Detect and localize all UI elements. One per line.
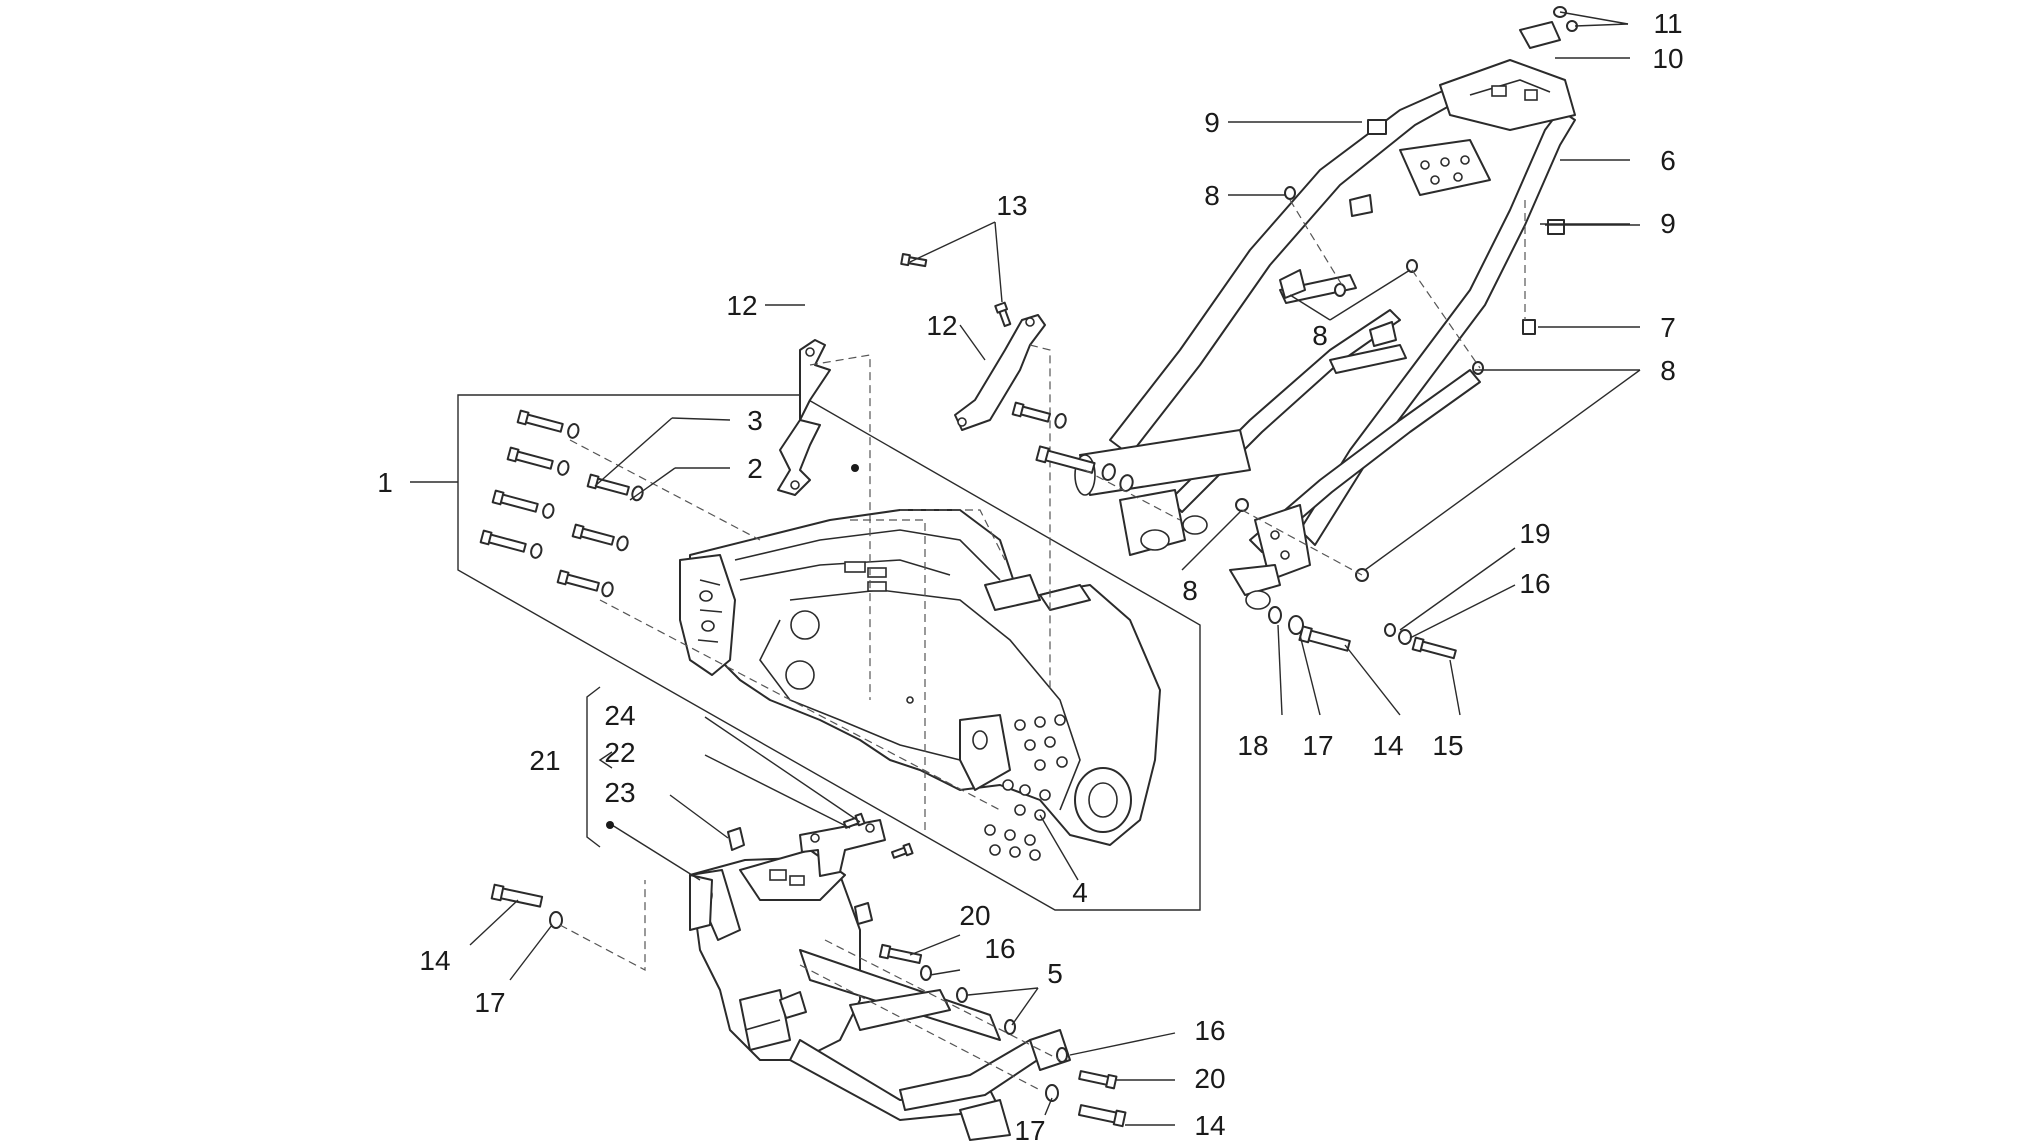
callout-5: 5 — [1047, 958, 1063, 989]
callout-22: 22 — [604, 737, 635, 768]
callout-23: 23 — [604, 777, 635, 808]
callout-19: 19 — [1519, 518, 1550, 549]
callout-20-bottom: 20 — [1194, 1063, 1225, 1094]
callout-24: 24 — [604, 700, 635, 731]
front-bolts — [479, 409, 1001, 811]
callout-8-bottom: 8 — [1182, 575, 1198, 606]
lower-bracket — [689, 812, 1071, 1141]
callout-8-top: 8 — [1204, 180, 1220, 211]
callout-8-right: 8 — [1660, 355, 1676, 386]
callout-17-bottom: 17 — [1014, 1115, 1045, 1143]
callout-20-mid: 20 — [959, 900, 990, 931]
callout-15: 15 — [1432, 730, 1463, 761]
callout-11: 11 — [1653, 8, 1682, 39]
callout-17-right: 17 — [1302, 730, 1333, 761]
callout-1: 1 — [377, 467, 393, 498]
callout-3: 3 — [747, 405, 763, 436]
callout-21: 21 — [529, 745, 560, 776]
callout-labels: 1 2 3 4 5 6 7 8 8 8 8 9 9 10 11 12 12 13… — [377, 8, 1683, 1143]
callout-2: 2 — [747, 453, 763, 484]
callout-12-left: 12 — [726, 290, 757, 321]
callout-12-right: 12 — [926, 310, 957, 341]
callout-16-right: 16 — [1519, 568, 1550, 599]
assembly-bracket-21 — [586, 686, 601, 848]
callout-6: 6 — [1660, 145, 1676, 176]
callout-4: 4 — [1072, 877, 1088, 908]
mid-bolts — [1011, 401, 1181, 521]
callout-8-mid: 8 — [1312, 320, 1328, 351]
callout-13: 13 — [996, 190, 1027, 221]
callout-14-bottom: 14 — [1194, 1110, 1225, 1141]
brackets-12 — [777, 253, 1051, 830]
callout-16-mid: 16 — [984, 933, 1015, 964]
callout-7: 7 — [1660, 312, 1676, 343]
leader-lines — [410, 11, 1641, 1126]
callout-14-right: 14 — [1372, 730, 1403, 761]
callout-18: 18 — [1237, 730, 1268, 761]
right-fasteners — [1235, 6, 1578, 660]
callout-10: 10 — [1652, 43, 1683, 74]
front-frame — [679, 509, 1161, 861]
rear-subframe — [1074, 59, 1576, 610]
callout-9-top: 9 — [1204, 107, 1220, 138]
callout-16-bottom: 16 — [1194, 1015, 1225, 1046]
callout-9-right: 9 — [1660, 208, 1676, 239]
callout-14-left: 14 — [419, 945, 450, 976]
callout-17-left: 17 — [474, 987, 505, 1018]
